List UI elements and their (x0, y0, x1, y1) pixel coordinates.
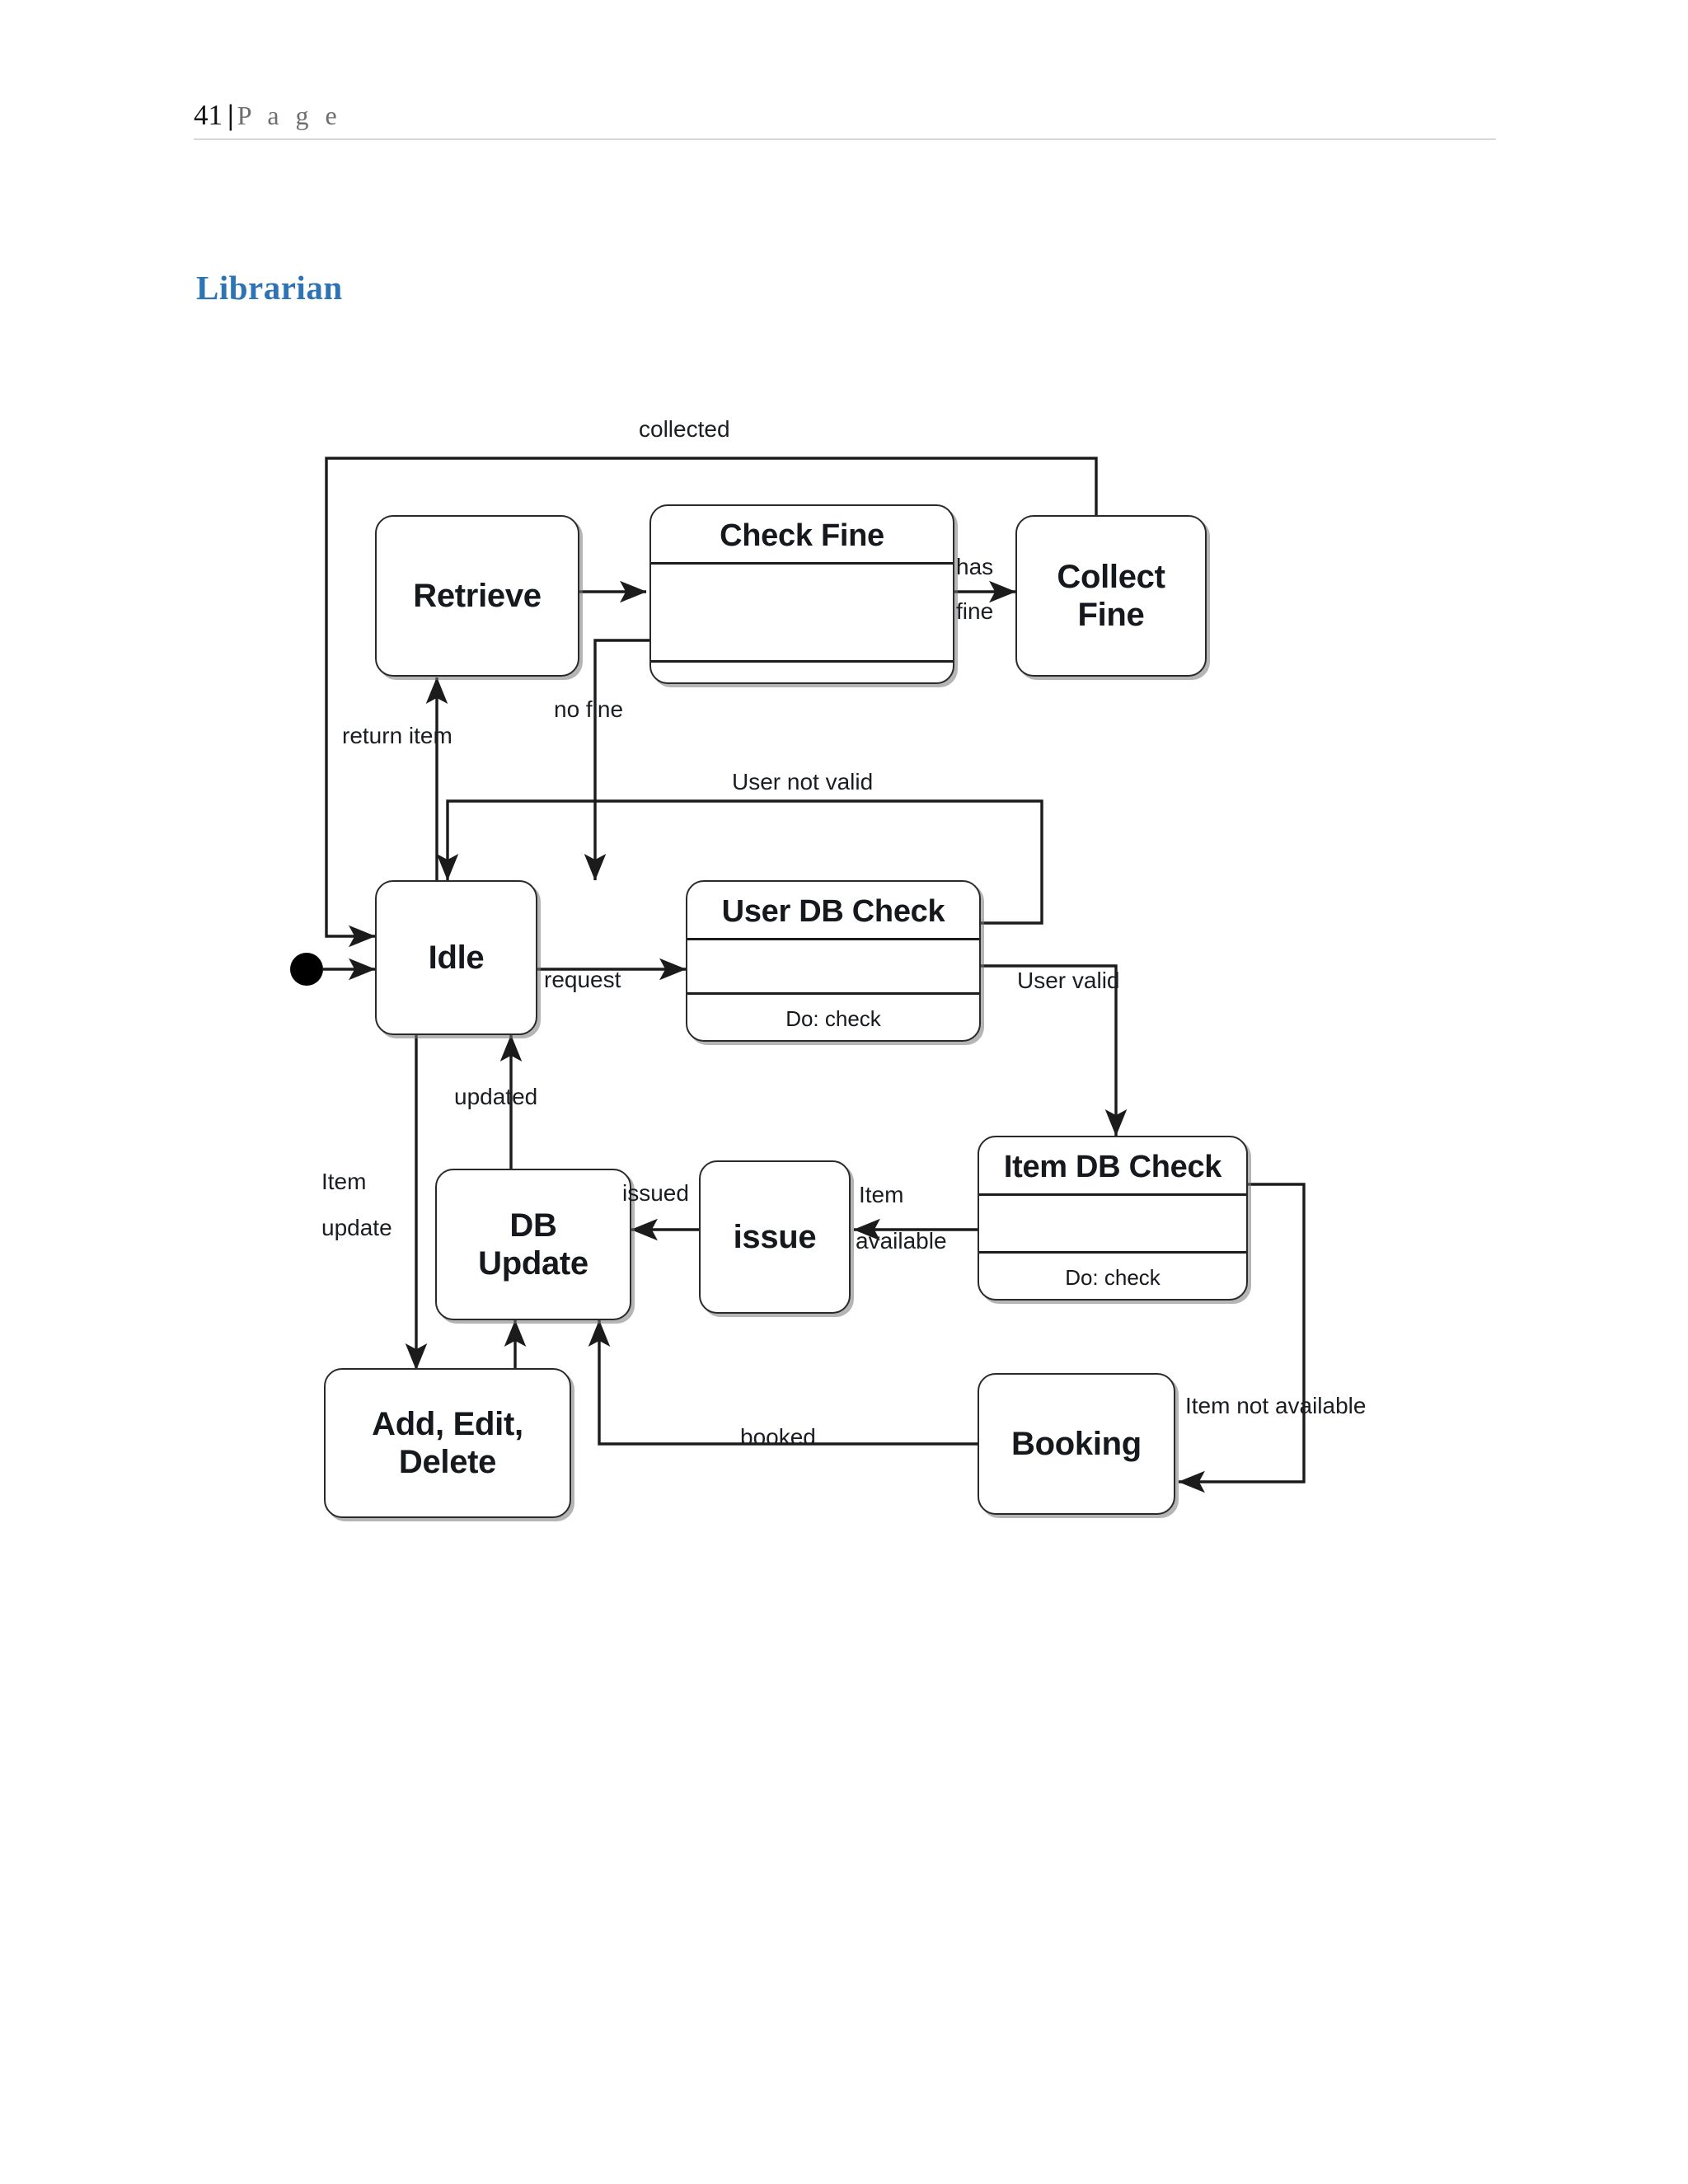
state-check-fine-label: Check Fine (651, 506, 953, 565)
label-updated: updated (454, 1084, 538, 1109)
page-header-text: 41|P a g e (194, 97, 342, 134)
label-user-valid: User valid (1017, 968, 1120, 993)
label-update: update (321, 1215, 392, 1240)
state-db-update-label: DB Update (470, 1207, 597, 1283)
state-user-db-check[interactable]: User DB Check Do: check (686, 880, 981, 1042)
state-db-update-line2: Update (478, 1245, 588, 1282)
state-user-db-check-transitions-compartment (687, 940, 979, 995)
state-booking[interactable]: Booking (978, 1373, 1175, 1515)
state-item-db-check-activity: Do: check (1065, 1265, 1160, 1290)
label-booked: booked (740, 1424, 816, 1450)
page-word: P a g e (237, 101, 342, 130)
label-request: request (544, 967, 621, 992)
state-check-fine-transitions-compartment (651, 565, 953, 663)
page-header: 41|P a g e (194, 97, 1496, 147)
state-db-update-line1: DB (509, 1207, 557, 1244)
state-collect-fine-line2: Fine (1077, 597, 1145, 633)
section-heading: Librarian (196, 269, 343, 307)
label-item: Item (321, 1169, 367, 1194)
state-user-db-check-activity: Do: check (785, 1006, 881, 1031)
state-collect-fine-label: Collect Fine (1048, 558, 1173, 635)
state-booking-label: Booking (1011, 1425, 1142, 1462)
state-add-edit-delete-line2: Delete (398, 1444, 497, 1480)
label-has: has (956, 554, 994, 579)
label-item-available-line1: Item (859, 1182, 904, 1207)
transition-user-not-valid (436, 799, 1043, 925)
state-check-fine[interactable]: Check Fine (649, 504, 954, 684)
state-add-edit-delete-label: Add, Edit, Delete (363, 1405, 532, 1482)
state-item-db-check-transitions-compartment (979, 1196, 1246, 1254)
label-collected: collected (639, 416, 730, 442)
state-idle-label: Idle (428, 939, 485, 976)
page-header-rule (194, 138, 1496, 140)
state-issue-label: issue (733, 1218, 817, 1255)
label-item-available-line2: available (856, 1228, 947, 1254)
state-retrieve-label: Retrieve (413, 577, 542, 614)
transition-collected (325, 457, 1098, 948)
page-header-separator: | (227, 99, 234, 131)
initial-state-node (290, 953, 323, 986)
label-issued: issued (622, 1180, 689, 1206)
label-no-fine: no fine (554, 696, 624, 722)
state-retrieve[interactable]: Retrieve (375, 515, 579, 677)
label-item-not-available: Item not available (1185, 1393, 1367, 1418)
label-fine: fine (956, 598, 994, 624)
state-collect-fine-line1: Collect (1057, 558, 1165, 595)
transition-no-fine (584, 639, 651, 881)
label-return-item: return item (342, 723, 452, 748)
state-check-fine-activity (651, 663, 953, 682)
state-user-db-check-label: User DB Check (687, 882, 979, 941)
state-add-edit-delete[interactable]: Add, Edit, Delete (324, 1368, 571, 1518)
state-db-update[interactable]: DB Update (435, 1169, 631, 1320)
page-number: 41 (194, 99, 223, 131)
state-item-db-check-label: Item DB Check (979, 1137, 1246, 1197)
state-add-edit-delete-line1: Add, Edit, (372, 1405, 523, 1442)
state-item-db-check[interactable]: Item DB Check Do: check (978, 1136, 1248, 1301)
state-idle[interactable]: Idle (375, 880, 537, 1035)
state-issue[interactable]: issue (699, 1160, 851, 1314)
transition-user-valid (981, 964, 1128, 1137)
state-collect-fine[interactable]: Collect Fine (1015, 515, 1207, 677)
transition-booked (588, 1319, 978, 1446)
label-user-not-valid: User not valid (732, 769, 874, 794)
transition-item-not-available (1178, 1183, 1306, 1493)
